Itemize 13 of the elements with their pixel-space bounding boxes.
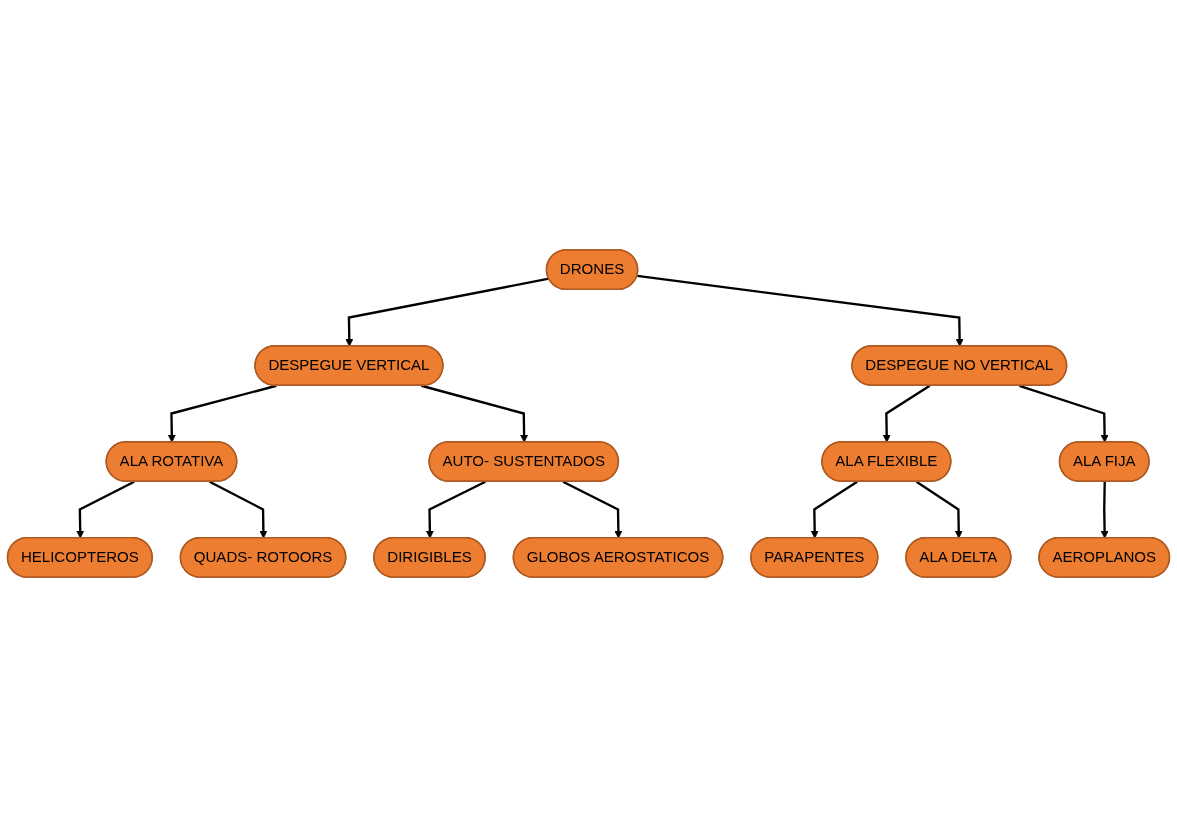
arrow: [637, 274, 964, 347]
arrow: [810, 480, 858, 539]
arrow: [209, 480, 268, 539]
arrow: [562, 480, 623, 539]
arrow: [345, 277, 550, 347]
arrow: [1019, 384, 1109, 443]
arrow: [882, 384, 931, 443]
arrow: [167, 384, 277, 443]
arrow: [76, 480, 135, 539]
arrow: [421, 384, 529, 443]
arrow: [425, 480, 486, 539]
arrow: [915, 480, 963, 539]
arrow: [1100, 481, 1109, 539]
